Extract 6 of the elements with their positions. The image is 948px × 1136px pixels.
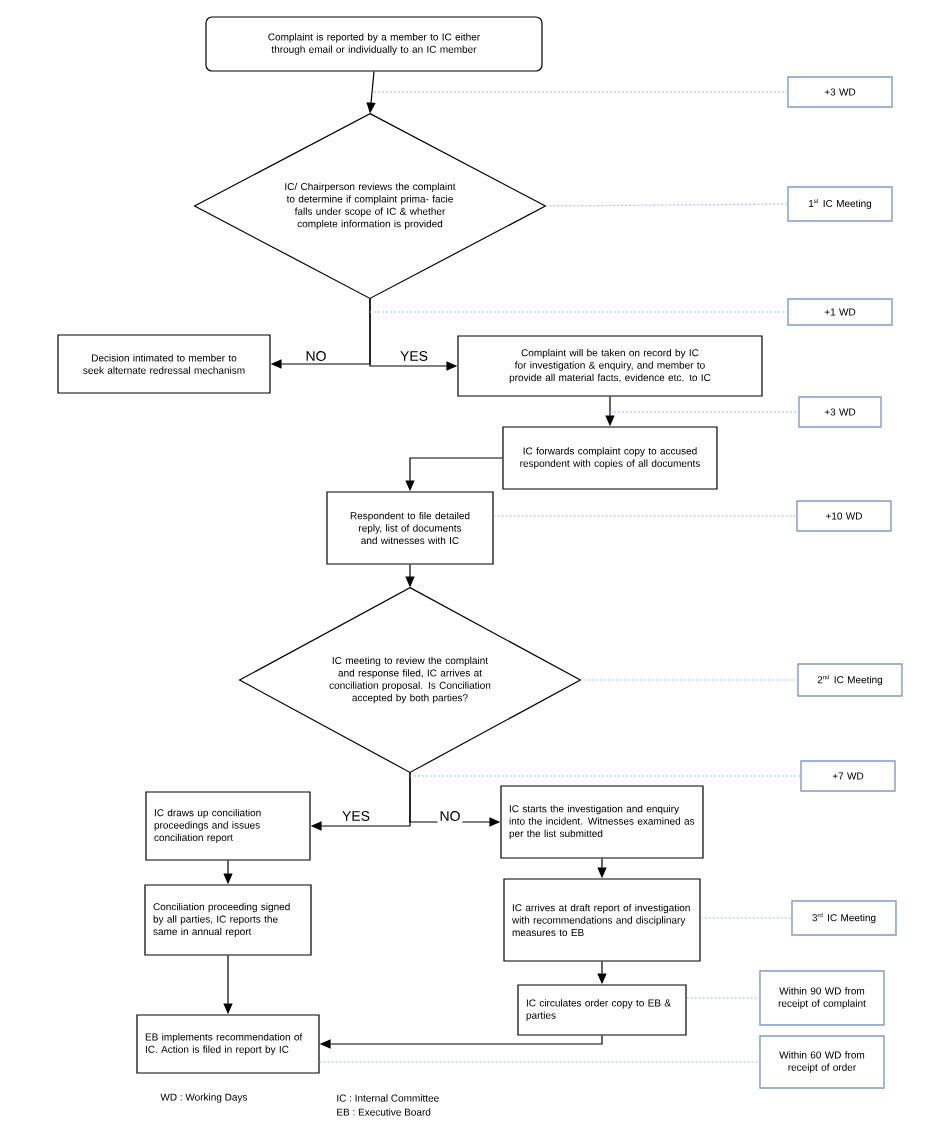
leader-line (369, 311, 788, 313)
leader-line (544, 203, 788, 207)
leader-line (409, 775, 801, 777)
leader-line (609, 411, 799, 413)
leader-line (579, 679, 798, 681)
leader-line (373, 91, 788, 93)
